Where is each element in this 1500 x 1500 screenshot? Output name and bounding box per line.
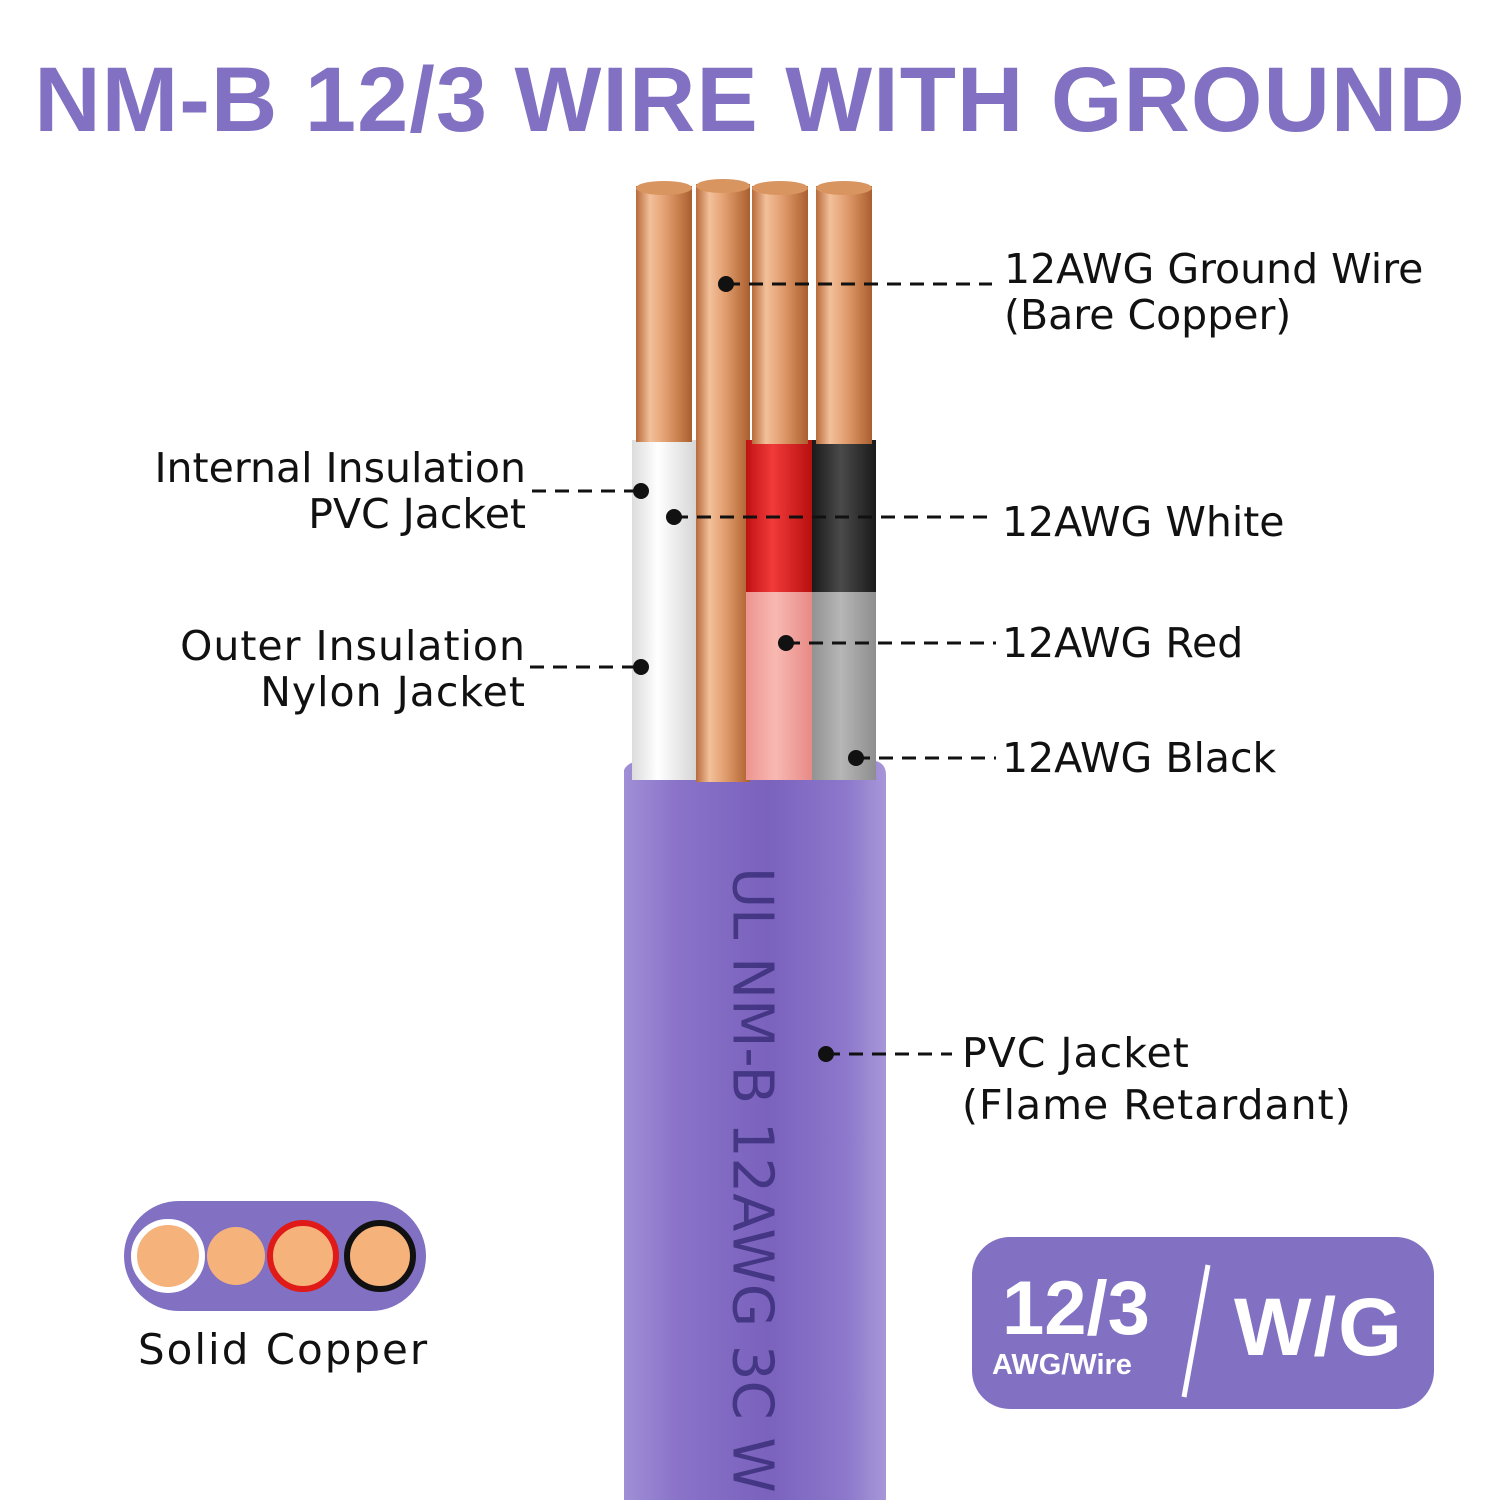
white-wire: [632, 181, 696, 780]
red-wire: [746, 181, 812, 780]
black-wire: [812, 181, 876, 780]
label-pvc-jacket: PVC Jacket (Flame Retardant): [962, 1029, 1352, 1129]
cross-section-icon: [124, 1201, 426, 1311]
label-white-wire: 12AWG White: [1002, 498, 1285, 546]
legend-label: Solid Copper: [138, 1325, 430, 1374]
jacket-print-text: UL NM-B 12AWG 3C W: [719, 867, 785, 1493]
label-ground-wire: 12AWG Ground Wire (Bare Copper): [1004, 245, 1424, 339]
ground-wire: [696, 179, 750, 782]
label-black-wire: 12AWG Black: [1002, 734, 1277, 782]
jacket-print-area: UL NM-B 12AWG 3C W: [624, 780, 886, 1500]
leader-lines: [530, 282, 996, 1056]
gauge-badge: 12/3 AWG/Wire W/G: [972, 1237, 1434, 1409]
pvc-jacket-body: [624, 760, 886, 1500]
badge-unit: AWG/Wire: [992, 1349, 1132, 1381]
badge-slash: [1181, 1264, 1211, 1398]
page-title: NM-B 12/3 WIRE WITH GROUND: [34, 49, 1466, 151]
leader-dots: [633, 276, 864, 1062]
label-internal-insulation: Internal Insulation PVC Jacket: [154, 444, 526, 538]
label-red-wire: 12AWG Red: [1002, 619, 1244, 667]
label-outer-insulation: Outer Insulation Nylon Jacket: [180, 622, 526, 716]
badge-suffix: W/G: [1234, 1282, 1404, 1373]
badge-number: 12/3: [1002, 1266, 1150, 1351]
